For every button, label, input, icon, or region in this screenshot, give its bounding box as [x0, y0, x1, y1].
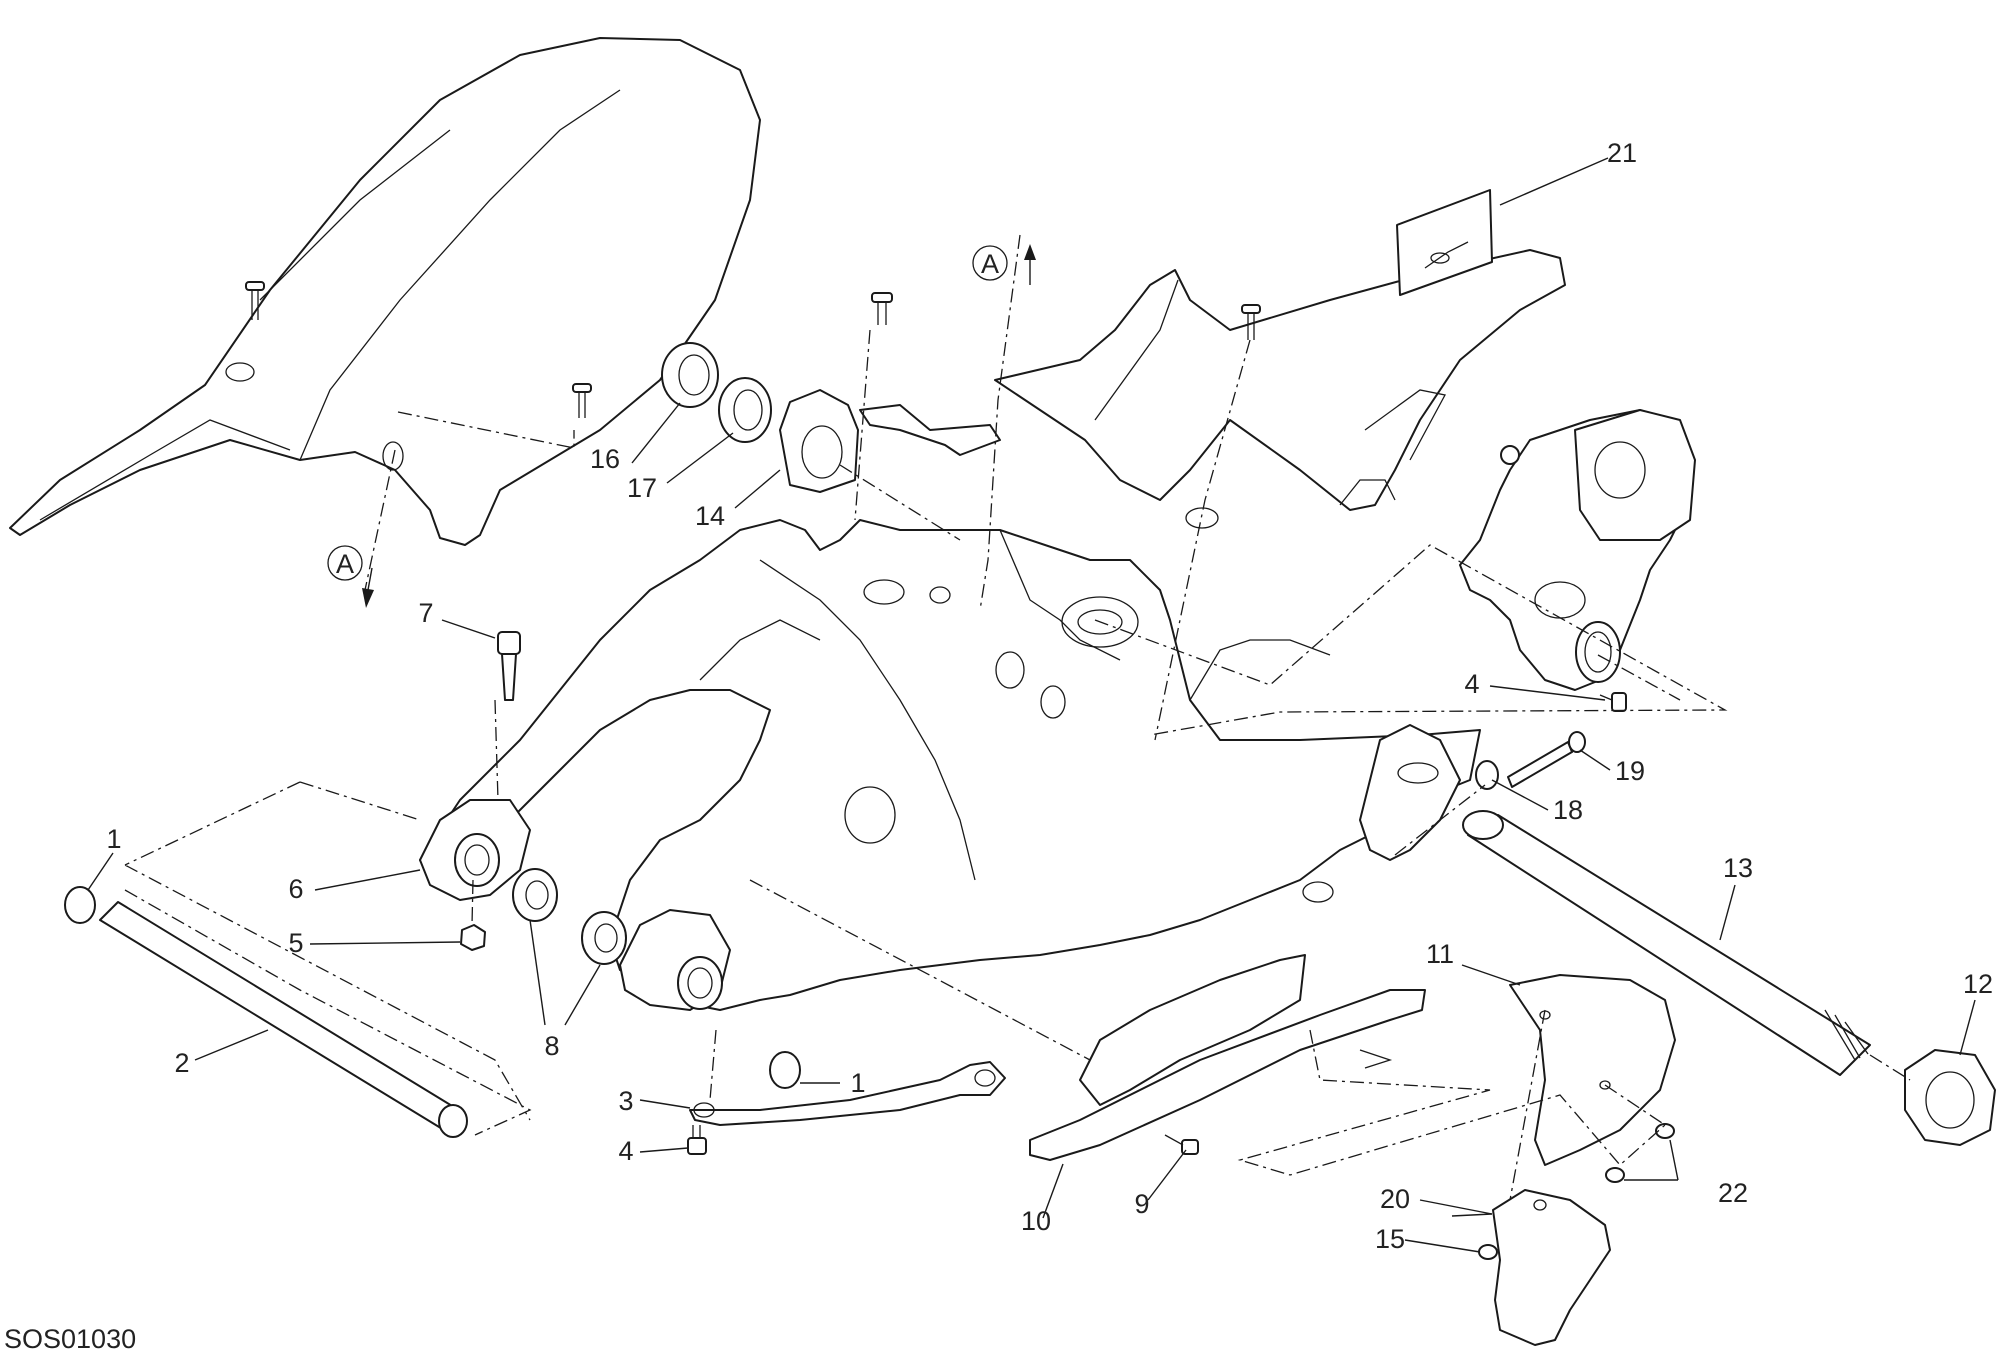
view-marker-label: A — [336, 549, 354, 579]
screw-15 — [1478, 1244, 1498, 1260]
caliper-bracket — [1459, 409, 1696, 691]
washer-8-a — [512, 868, 558, 922]
washer-17 — [718, 377, 772, 443]
chain-guard-bracket — [859, 404, 1001, 456]
callout-6: 6 — [288, 874, 303, 904]
swingarm — [419, 519, 1481, 1011]
screw-7 — [497, 631, 521, 701]
bush-1-right — [769, 1051, 801, 1089]
callout-7: 7 — [418, 598, 433, 628]
callout-17: 17 — [627, 473, 657, 503]
callouts: 1 1 2 3 4 4 5 6 7 8 9 10 11 12 13 14 15 … — [106, 138, 1993, 1254]
swingarm-pivot-lug-left — [419, 799, 531, 901]
axle-nut-12 — [1904, 1049, 1996, 1146]
callout-9: 9 — [1134, 1189, 1149, 1219]
callout-1: 1 — [850, 1068, 865, 1098]
callout-22: 22 — [1718, 1178, 1748, 1208]
assembly-lines — [124, 234, 1911, 1201]
figure-code: SOS01030 — [4, 1324, 136, 1354]
bush-1-left — [64, 886, 96, 924]
callout-11: 11 — [1426, 939, 1454, 969]
chain-slider-10 — [1029, 954, 1426, 1161]
screw — [871, 292, 893, 325]
callout-18: 18 — [1553, 795, 1583, 825]
wheel-shaft-13 — [1462, 810, 1871, 1076]
view-marker-left: A — [327, 545, 374, 608]
callout-4: 4 — [618, 1136, 633, 1166]
guard-11 — [1509, 974, 1676, 1166]
rear-mudguard — [9, 37, 761, 546]
mudguard-screw — [245, 281, 265, 320]
adjuster-screw-19 — [1507, 731, 1586, 788]
screw-22-a — [1655, 1123, 1675, 1139]
callout-8: 8 — [544, 1031, 559, 1061]
callout-14: 14 — [695, 501, 725, 531]
callout-16: 16 — [590, 444, 620, 474]
chain-guard — [994, 249, 1566, 529]
leader-lines — [87, 157, 1976, 1253]
callout-20: 20 — [1380, 1184, 1410, 1214]
callout-19: 19 — [1615, 756, 1645, 786]
callout-2: 2 — [174, 1048, 189, 1078]
callout-21: 21 — [1607, 138, 1637, 168]
nut-5 — [460, 924, 486, 951]
screw-4-lower — [687, 1125, 707, 1155]
nut-18 — [1475, 760, 1499, 790]
callout-15: 15 — [1375, 1224, 1405, 1254]
eccentric-14 — [779, 389, 859, 493]
callout-10: 10 — [1021, 1206, 1051, 1236]
screw-22-b — [1605, 1167, 1625, 1183]
mudguard-screw — [572, 383, 592, 418]
callout-13: 13 — [1723, 853, 1753, 883]
hose-guide-3 — [689, 1061, 1006, 1126]
bracket-20 — [1492, 1189, 1611, 1346]
view-marker-label: A — [981, 249, 999, 279]
callout-4: 4 — [1464, 669, 1479, 699]
screw-9 — [1164, 1134, 1199, 1155]
callout-1: 1 — [106, 824, 121, 854]
swingarm-pivot-lug-right — [619, 909, 731, 1011]
ring-nut-16 — [661, 342, 719, 408]
pivot-shaft-2 — [99, 901, 468, 1138]
screw-4 — [1599, 692, 1627, 712]
assembly-line — [397, 411, 575, 449]
callout-5: 5 — [288, 928, 303, 958]
callout-12: 12 — [1963, 969, 1993, 999]
callout-3: 3 — [618, 1086, 633, 1116]
screw — [1241, 304, 1261, 340]
washer-8-b — [581, 911, 627, 965]
view-marker-top: A — [972, 244, 1036, 285]
decal-21 — [1396, 189, 1493, 296]
